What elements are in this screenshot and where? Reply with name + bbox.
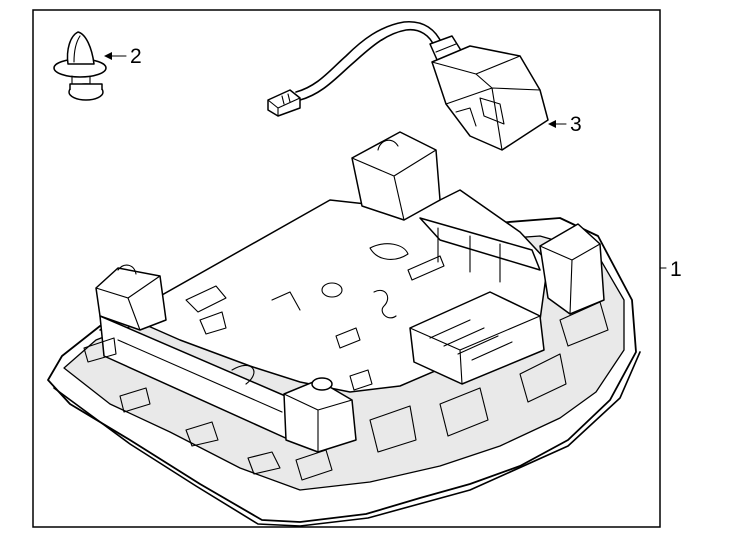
clip-fastener-part[interactable] [53, 31, 107, 101]
callout-2-label: 2 [130, 45, 142, 68]
wire-harness-part[interactable] [267, 20, 549, 151]
callout-2: 2 [104, 45, 142, 68]
callout-3-arrowhead [548, 120, 556, 128]
callout-1: 1 [659, 258, 682, 281]
callout-3: 3 [548, 113, 582, 136]
callout-1-label: 1 [670, 258, 682, 281]
callout-3-label: 3 [570, 113, 582, 136]
callout-2-arrowhead [104, 52, 112, 60]
console-housing-part[interactable] [47, 131, 641, 527]
